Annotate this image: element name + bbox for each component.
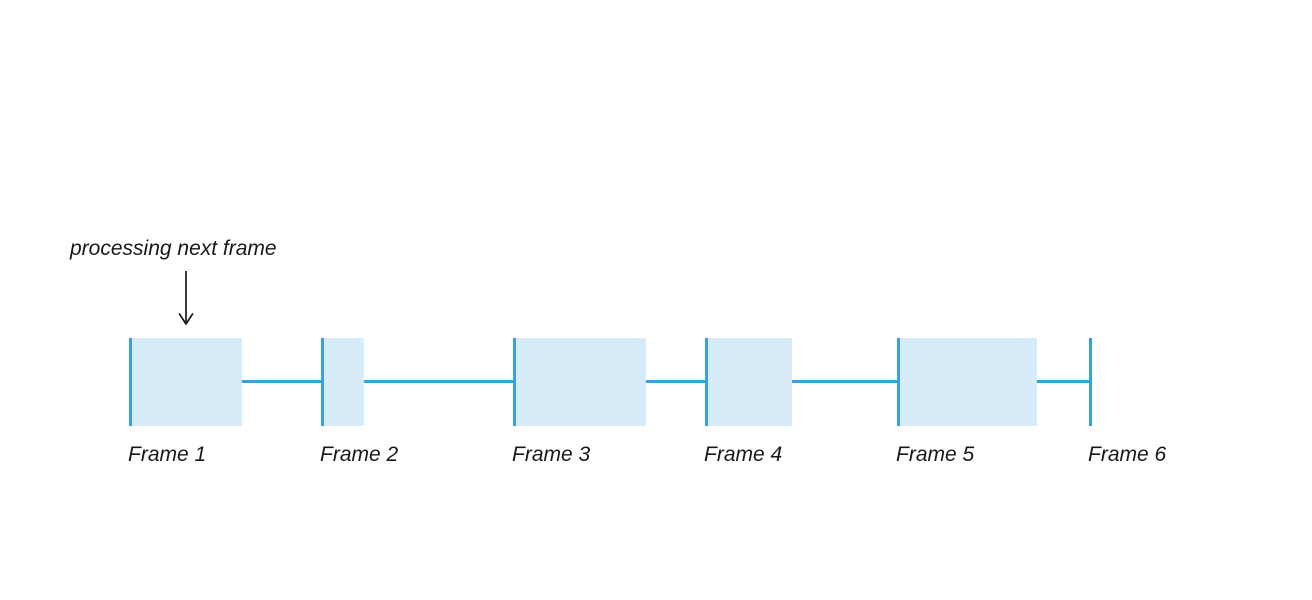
frame-label-5: Frame 5 — [896, 443, 975, 466]
arrow-down-icon — [178, 271, 194, 325]
processing-block-frame-1 — [131, 338, 242, 426]
processing-block-frame-3 — [515, 338, 646, 426]
processing-block-frame-4 — [707, 338, 792, 426]
frame-tick-2 — [321, 338, 324, 426]
frame-tick-4 — [705, 338, 708, 426]
processing-block-frame-5 — [898, 338, 1037, 426]
frame-label-2: Frame 2 — [320, 443, 399, 466]
frame-label-4: Frame 4 — [704, 443, 783, 466]
frame-tick-1 — [129, 338, 132, 426]
frame-label-1: Frame 1 — [128, 443, 207, 466]
frame-label-3: Frame 3 — [512, 443, 591, 466]
frame-tick-6 — [1089, 338, 1092, 426]
processing-block-frame-2 — [322, 338, 364, 426]
frame-tick-3 — [513, 338, 516, 426]
frame-tick-5 — [897, 338, 900, 426]
frame-label-6: Frame 6 — [1088, 443, 1167, 466]
annotation-processing-next-frame: processing next frame — [70, 237, 277, 260]
